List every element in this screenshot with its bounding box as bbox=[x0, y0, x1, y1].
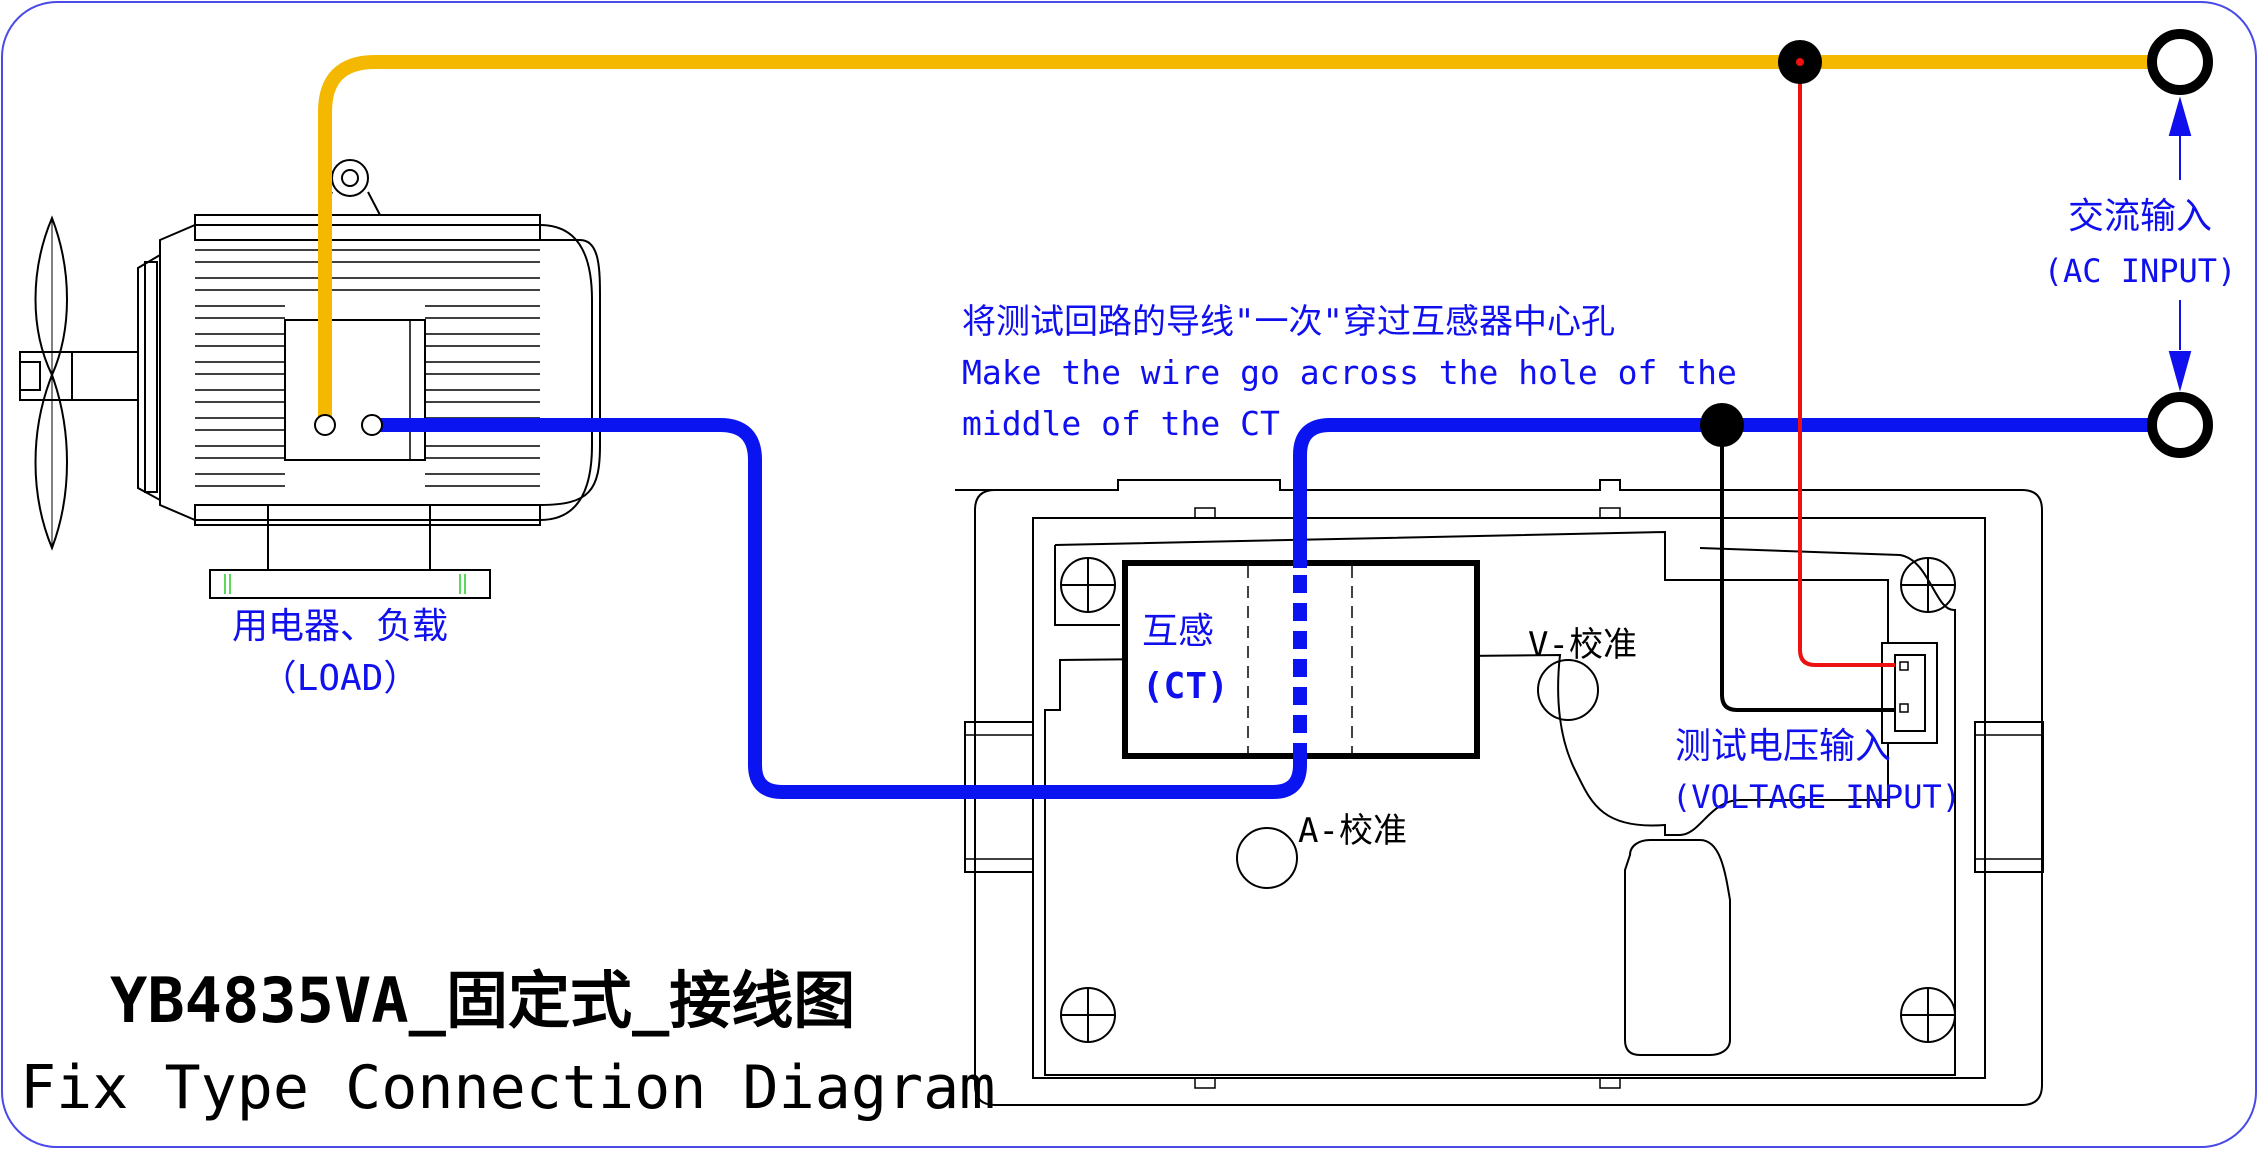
junction-dot-icon bbox=[1700, 403, 1744, 447]
terminal-icon bbox=[314, 414, 336, 436]
neutral-wire bbox=[372, 418, 2180, 799]
fan-icon bbox=[34, 215, 68, 551]
ac-input-label-en: (AC INPUT) bbox=[2044, 252, 2237, 290]
a-calibration-label: A-校准 bbox=[1298, 811, 1407, 851]
v-calibration-label: V-校准 bbox=[1528, 625, 1637, 665]
terminal-box bbox=[284, 319, 426, 461]
ac-input-terminal-n[interactable] bbox=[2147, 392, 2213, 458]
instruction-en-line1: Make the wire go across the hole of the bbox=[962, 353, 1737, 392]
load-label-en: （LOAD） bbox=[261, 658, 420, 699]
title-en: Fix Type Connection Diagram bbox=[20, 1053, 995, 1123]
terminal-icon bbox=[361, 414, 383, 436]
title-cn: YB4835VA_固定式_接线图 bbox=[110, 964, 855, 1037]
instruction-en-line2: middle of the CT bbox=[962, 404, 1280, 443]
meter-board bbox=[955, 479, 2044, 1106]
motor-icon bbox=[19, 159, 601, 599]
a-calibration-pot[interactable] bbox=[1236, 827, 1298, 889]
voltage-input-connector[interactable] bbox=[1881, 642, 1938, 744]
voltage-input-label-en: (VOLTAGE INPUT) bbox=[1672, 778, 1961, 816]
ac-input-terminal-l[interactable] bbox=[2147, 29, 2213, 95]
mounting-holes bbox=[1060, 557, 1956, 1043]
black-lead bbox=[1720, 425, 1895, 712]
instruction-cn: 将测试回路的导线"一次"穿过互感器中心孔 bbox=[962, 302, 1615, 342]
ac-input-label-cn: 交流输入 bbox=[2068, 196, 2212, 237]
load-label-cn: 用电器、负载 bbox=[232, 606, 448, 647]
live-wire bbox=[318, 55, 2180, 425]
v-calibration-pot[interactable] bbox=[1537, 659, 1599, 721]
voltage-input-label-cn: 测试电压输入 bbox=[1675, 726, 1891, 767]
ct-label-en: (CT) bbox=[1142, 666, 1229, 707]
arrow-icon bbox=[2168, 96, 2192, 392]
ct-label-cn: 互感 bbox=[1142, 611, 1214, 652]
red-lead bbox=[1798, 62, 1895, 667]
